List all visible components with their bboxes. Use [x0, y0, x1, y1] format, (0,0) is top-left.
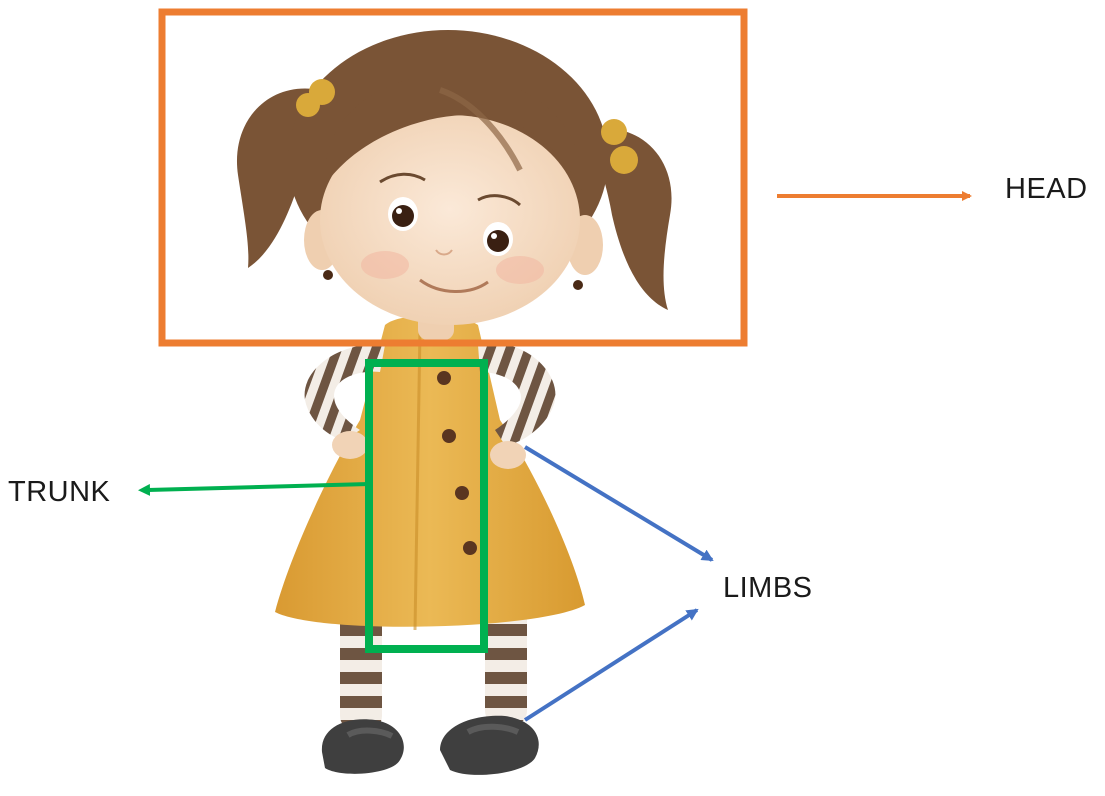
dress: [275, 315, 585, 627]
head-highlight-box: [158, 8, 748, 347]
head-label: HEAD: [1005, 173, 1088, 205]
girl-illustration: [236, 30, 672, 775]
dress-buttons: [437, 371, 477, 555]
head-illustration: [236, 30, 672, 325]
trunk-arrow: [138, 482, 370, 496]
arms: [304, 343, 556, 469]
limbs-arrow-arm: [523, 445, 714, 562]
limbs-label: LIMBS: [723, 572, 813, 604]
limbs-arrow-leg: [523, 608, 699, 722]
trunk-highlight-box: [365, 359, 488, 653]
trunk-label: TRUNK: [8, 476, 111, 508]
shoes: [321, 715, 539, 775]
